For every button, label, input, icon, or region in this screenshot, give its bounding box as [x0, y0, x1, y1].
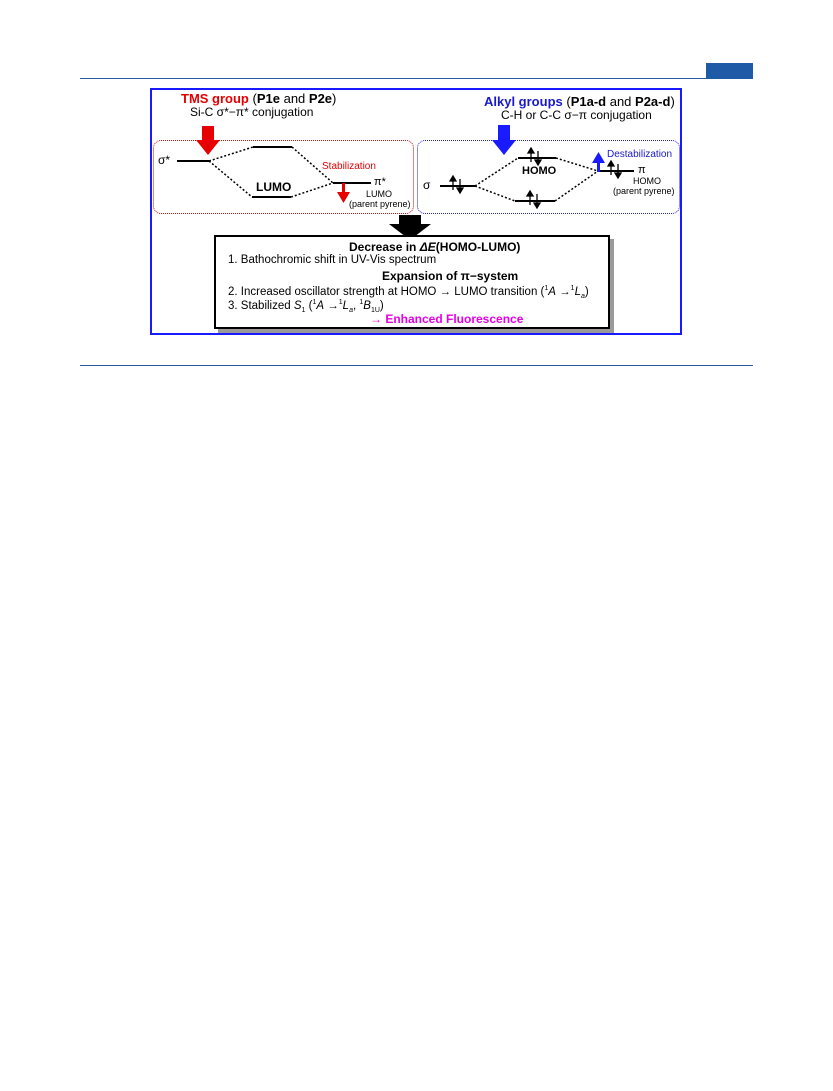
- pi-label: π: [638, 164, 646, 176]
- electron-pairs: [448, 146, 623, 210]
- compound-p2e: P2e: [308, 91, 333, 106]
- figure-frame: [150, 88, 682, 335]
- compound-p1e: P1e: [256, 91, 280, 106]
- destabilization-label: Destabilization: [607, 149, 673, 160]
- right-subtitle: C-H or C-C σ−π conjugation: [501, 108, 652, 122]
- left-orbital-panel: [153, 140, 414, 214]
- lumo-label: LUMO: [256, 180, 292, 194]
- bottom-rule: [80, 365, 753, 366]
- blue-down-arrow-icon: [492, 125, 516, 155]
- red-down-arrow-icon: [196, 126, 220, 155]
- top-rule: [80, 78, 753, 79]
- tms-group-label: TMS group: [181, 91, 249, 106]
- parent-pyrene-left: (parent pyrene): [349, 199, 411, 209]
- summary-item-2: 2. Increased oscillator strength at HOMO…: [228, 285, 589, 301]
- compound-p2a-d: P2a-d: [635, 94, 671, 109]
- sigma-label: σ: [423, 178, 431, 192]
- left-orbital-levels: [177, 146, 371, 198]
- destabilization-arrow-icon: [592, 152, 605, 172]
- right-orbital-levels: [440, 157, 634, 202]
- compound-p1a-d: P1a-d: [570, 94, 607, 109]
- electron-pair-sigma-icon: [448, 174, 465, 195]
- parent-lumo-label: LUMO: [366, 189, 393, 199]
- left-heading: TMS group (P1e and P2e): [181, 91, 337, 106]
- stabilization-label: Stabilization: [322, 161, 376, 172]
- summary-heading: Decrease in ΔE(HOMO-LUMO): [349, 240, 521, 254]
- black-down-arrow-icon: [389, 215, 431, 240]
- sigma-star-label: σ*: [158, 153, 171, 167]
- pi-star-label: π*: [374, 176, 386, 188]
- summary-item-3: 3. Stabilized S1 (1A →1La, 1B1U): [228, 299, 384, 315]
- homo-label: HOMO: [522, 165, 557, 177]
- summary-box: [214, 235, 610, 329]
- right-orbital-panel: [417, 140, 680, 214]
- summary-item-1: 1. Bathochromic shift in UV-Vis spectrum: [228, 254, 437, 266]
- header-tab: [706, 63, 753, 79]
- enhanced-fluorescence: → Enhanced Fluorescence: [370, 312, 524, 326]
- alkyl-groups-label: Alkyl groups: [484, 94, 563, 109]
- right-heading: Alkyl groups (P1a-d and P2a-d): [484, 94, 675, 109]
- electron-pair-homo-icon: [526, 146, 543, 167]
- electron-pair-pi-icon: [606, 159, 623, 180]
- stabilization-arrow-icon: [337, 183, 350, 203]
- electron-pair-lower-icon: [525, 189, 542, 210]
- parent-pyrene-right: (parent pyrene): [613, 186, 675, 196]
- left-subtitle: Si-C σ*−π* conjugation: [190, 105, 314, 119]
- summary-subheading: Expansion of π−system: [382, 269, 519, 283]
- parent-homo-label: HOMO: [633, 176, 661, 186]
